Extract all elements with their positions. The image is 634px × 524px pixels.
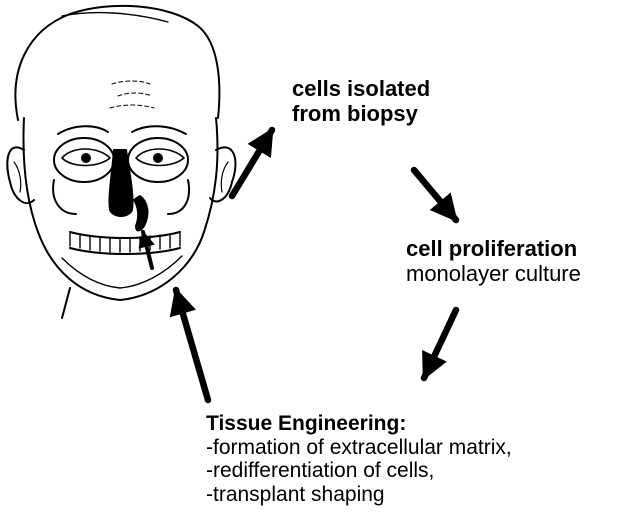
step-proliferation-title: cell proliferation: [406, 237, 581, 262]
tissue-engineering-item: -redifferentiation of cells,: [206, 459, 512, 483]
arrow-engineering-to-head: [176, 290, 208, 400]
tissue-engineering-item: -transplant shaping: [206, 483, 512, 507]
step-proliferation-label: cell proliferation monolayer culture: [406, 237, 581, 286]
head-illustration: [7, 6, 235, 318]
step-tissue-engineering-label: Tissue Engineering: -formation of extrac…: [206, 412, 512, 506]
arrow-head-to-biopsy: [232, 130, 272, 196]
step-biopsy-line2: from biopsy: [292, 102, 430, 127]
arrow-biopsy-to-proliferation: [414, 170, 456, 220]
step-tissue-engineering-title: Tissue Engineering:: [206, 412, 512, 436]
tissue-engineering-item: -formation of extracellular matrix,: [206, 436, 512, 460]
step-proliferation-subtitle: monolayer culture: [406, 262, 581, 287]
arrow-proliferation-to-engineering: [424, 310, 456, 378]
step-biopsy-line1: cells isolated: [292, 77, 430, 102]
step-biopsy-label: cells isolated from biopsy: [292, 77, 430, 126]
